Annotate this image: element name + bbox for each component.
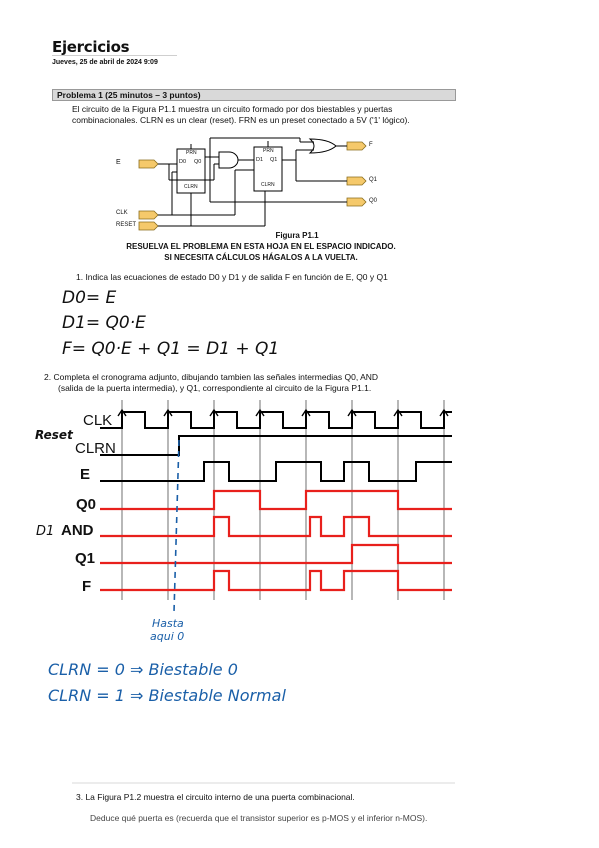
timing-label-and: AND — [61, 522, 94, 539]
question-2-line2: (salida de la puerta intermedia), y Q1, … — [58, 383, 372, 393]
problem-intro-line1: El circuito de la Figura P1.1 muestra un… — [72, 104, 393, 114]
waveform-clk — [100, 411, 452, 429]
ff1-q-label: Q1 — [270, 157, 278, 163]
input-pin-reset — [138, 221, 159, 231]
clk-edge-arrows — [117, 408, 449, 417]
input-pin-clk — [138, 210, 159, 220]
circuit-label-f: F — [369, 142, 373, 148]
circuit-label-q1: Q1 — [369, 177, 378, 183]
waveform-f — [100, 569, 452, 592]
page-title: Ejercicios — [52, 38, 130, 56]
output-pin-q0 — [346, 197, 367, 207]
problem-header-bar — [52, 89, 456, 101]
timing-label-clrn: CLRN — [75, 440, 116, 457]
waveform-clrn — [100, 435, 452, 456]
handwritten-hasta-line1: Hasta — [152, 617, 184, 630]
handwritten-eq-d1: D1= Q0·E — [62, 313, 146, 333]
and-gate — [218, 151, 239, 169]
handwritten-reset-note: Reset — [35, 428, 73, 442]
handwritten-hasta-line2: aqui 0 — [150, 630, 185, 643]
handwritten-clrn0: CLRN = 0 ⇒ Biestable 0 — [48, 660, 238, 679]
instruction-line2: SI NECESITA CÁLCULOS HÁGALOS A LA VUELTA… — [164, 253, 358, 262]
output-pin-f — [346, 141, 367, 151]
waveform-q0 — [100, 489, 452, 511]
timing-label-clk: CLK — [83, 412, 113, 429]
title-divider — [52, 55, 177, 56]
question-3-line1: 3. La Figura P1.2 muestra el circuito in… — [76, 792, 355, 802]
timing-label-q0: Q0 — [76, 496, 97, 513]
reset-marker-line — [173, 439, 180, 613]
ff1-clrn-label: CLRN — [261, 182, 275, 188]
question-3-line2: Deduce qué puerta es (recuerda que el tr… — [90, 813, 428, 823]
circuit-label-e: E — [116, 159, 121, 166]
waveform-and — [100, 515, 452, 538]
ff0-prn-label: PRN — [186, 150, 197, 156]
output-pin-q1 — [346, 176, 367, 186]
circuit-label-reset: RESET — [116, 222, 137, 228]
circuit-label-q0: Q0 — [369, 198, 378, 204]
handwritten-clrn1: CLRN = 1 ⇒ Biestable Normal — [48, 686, 286, 705]
handwritten-d1-note: D1 — [36, 524, 55, 539]
handwritten-eq-f: F= Q0·E + Q1 = D1 + Q1 — [62, 339, 280, 359]
problem-title: Problema 1 (25 minutos – 3 puntos) — [57, 90, 201, 100]
circuit-label-clk: CLK — [116, 210, 128, 216]
or-gate — [308, 138, 337, 154]
waveform-e — [100, 461, 452, 482]
problem-intro-line2: combinacionales. CLRN es un clear (reset… — [72, 115, 410, 125]
input-pin-e — [138, 159, 159, 169]
timing-label-e: E — [80, 466, 91, 483]
question-1: 1. Indica las ecuaciones de estado D0 y … — [76, 272, 388, 282]
page-date: Jueves, 25 de abril de 2024 9:09 — [52, 59, 158, 66]
ff1-prn-label: PRN — [263, 148, 274, 154]
question-2-line1: 2. Completa el cronograma adjunto, dibuj… — [44, 372, 379, 382]
ff0-clrn-label: CLRN — [184, 184, 198, 190]
figure-caption: Figura P1.1 — [275, 231, 319, 240]
circuit-diagram — [138, 137, 367, 231]
ff1-d-label: D1 — [256, 157, 264, 163]
instruction-line1: RESUELVA EL PROBLEMA EN ESTA HOJA EN EL … — [126, 242, 396, 251]
handwritten-eq-d0: D0= E — [62, 288, 117, 308]
timing-label-q1: Q1 — [75, 550, 96, 567]
waveform-q1 — [100, 543, 452, 565]
ff0-d-label: D0 — [179, 159, 187, 165]
ff0-q-label: Q0 — [194, 159, 202, 165]
timing-label-f: F — [82, 578, 92, 595]
